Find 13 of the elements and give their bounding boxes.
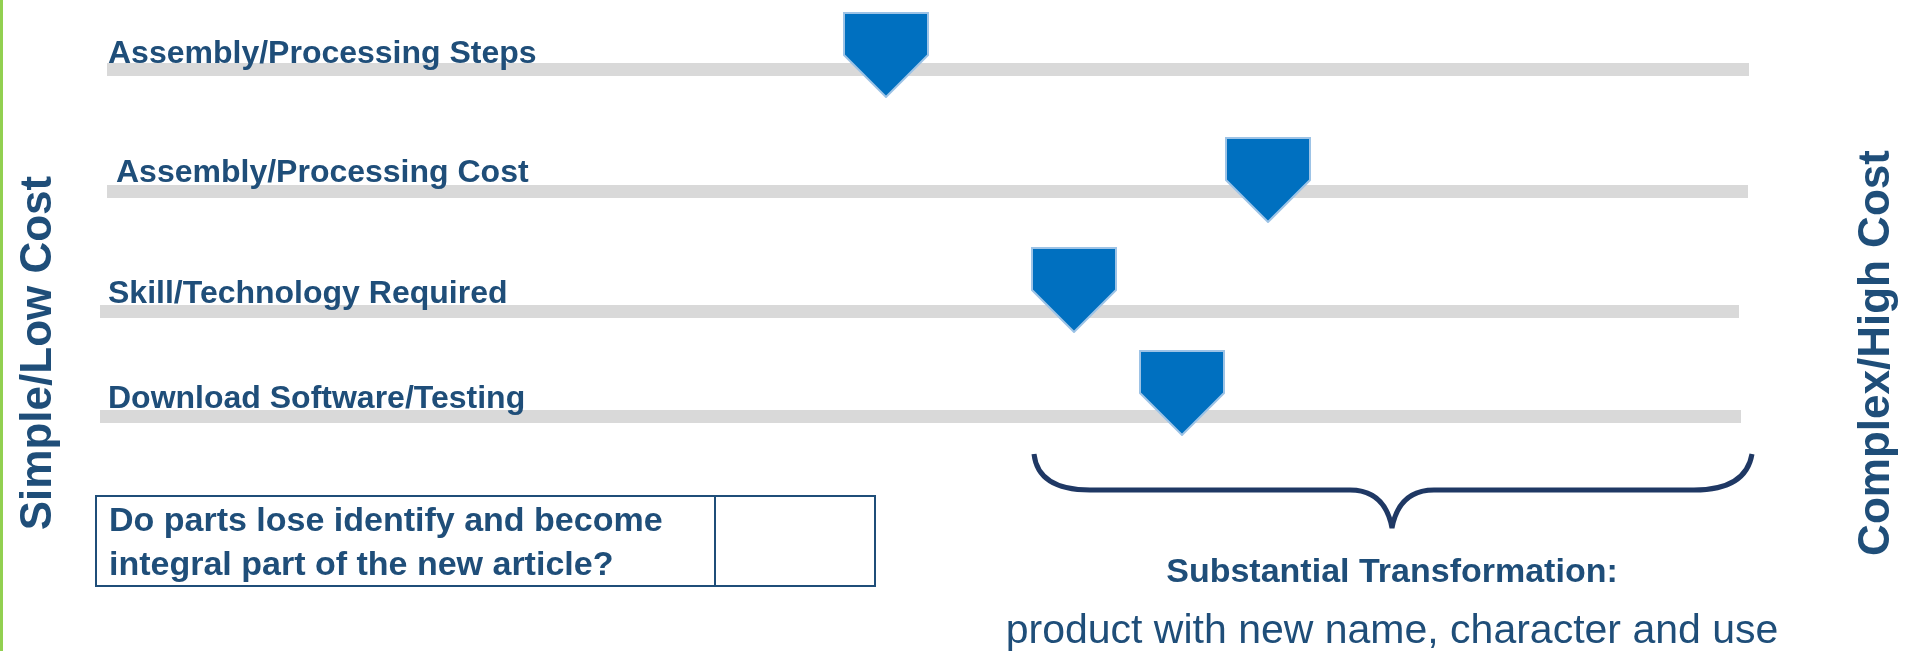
axis-label: Simple/Low Cost — [10, 175, 61, 531]
row-label: Download Software/Testing — [108, 381, 526, 413]
brace-heading: Substantial Transformation: — [1166, 553, 1618, 587]
row-label: Assembly/Processing Cost — [116, 155, 529, 187]
axis-label: Complex/High Cost — [1848, 150, 1899, 556]
position-marker — [1225, 137, 1311, 223]
brace-description: product with new name, character and use — [1005, 609, 1779, 650]
row-label: Skill/Technology Required — [108, 276, 508, 308]
question-text: Do parts lose identify and become integral part of the new article? — [97, 497, 716, 585]
row-label: Assembly/Processing Steps — [108, 36, 537, 68]
position-marker — [1139, 350, 1225, 436]
position-marker — [1031, 247, 1117, 333]
position-marker — [843, 12, 929, 98]
